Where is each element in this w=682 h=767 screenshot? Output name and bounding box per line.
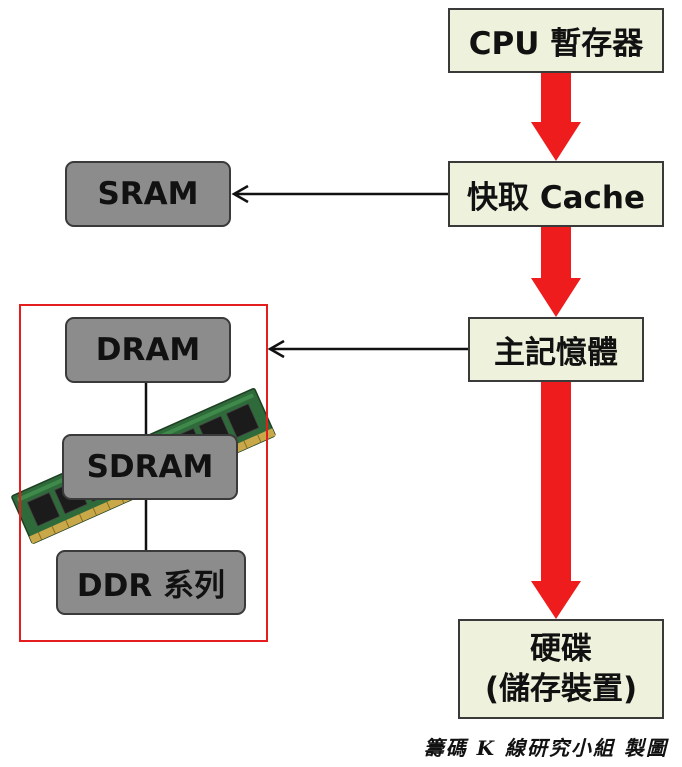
disk-label-line1: 硬碟 [530,630,592,667]
credit-caption: 籌碼 K 線研究小組 製圖 [423,736,668,760]
flow-arrow-cpu-to-cache [531,73,581,161]
sram-label: SRAM [97,176,199,212]
ddr-series-label: DDR 系列 [76,568,226,604]
dram-types-group-frame [19,304,268,642]
main-memory-box: 主記憶體 [468,317,644,382]
flow-arrow-cache-to-main-memory [531,227,581,317]
disk-box: 硬碟 (儲存裝置) [458,619,664,719]
sram-box: SRAM [65,161,231,227]
cpu-register-box: CPU 暫存器 [448,8,664,73]
sdram-box: SDRAM [62,434,238,500]
main-memory-label: 主記憶體 [494,335,618,371]
cpu-register-label: CPU 暫存器 [468,26,644,62]
flow-arrow-main-memory-to-disk [531,382,581,619]
ddr-series-box: DDR 系列 [56,550,246,615]
disk-label-line2: (儲存裝置) [484,671,638,707]
dram-box: DRAM [65,317,231,383]
dram-label: DRAM [95,332,201,368]
cache-box: 快取 Cache [448,161,664,227]
pointer-arrow-main-memory-to-dram [267,339,468,359]
pointer-arrow-cache-to-sram [231,184,448,204]
sdram-label: SDRAM [86,449,214,485]
cache-label: 快取 Cache [467,179,645,216]
